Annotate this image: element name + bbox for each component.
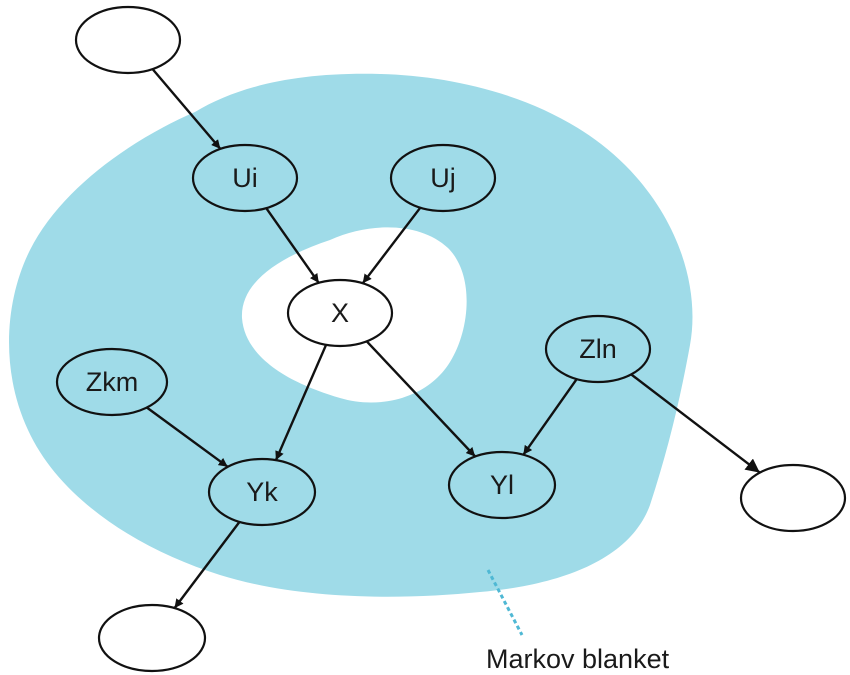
node-right-child [739,463,847,533]
edge-x-to-yk [274,344,328,461]
node-zln-shape [544,314,652,384]
edges-layer [146,68,761,609]
node-uj-label: Uj [430,163,456,193]
node-uj-shape [389,143,497,213]
node-bottom-left-child-shape [97,603,207,673]
node-bottom-left-child [97,603,207,673]
edge-zln-to-right-child [630,373,761,474]
node-uj: Uj [389,143,497,213]
node-yl-shape [447,450,557,520]
node-yk: Yk [207,457,317,527]
node-zln-label: Zln [579,334,617,364]
node-x: X [286,278,394,348]
node-yl: Yl [447,450,557,520]
edge-x-to-yl [365,340,477,458]
edge-zkm-to-yk [146,406,229,468]
node-ui-label: Ui [232,163,258,193]
node-yl-label: Yl [490,470,514,500]
edge-zln-to-yl [522,378,578,456]
node-ui: Ui [191,143,299,213]
node-top-left-parent-shape [74,5,182,75]
markov-blanket-caption: Markov blanket [486,644,670,674]
node-x-shape [286,278,394,348]
node-x-label: X [331,298,349,328]
node-zkm-label: Zkm [86,367,138,397]
edge-top-left-parent-to-ui [151,68,222,150]
node-right-child-shape [739,463,847,533]
node-ui-shape [191,143,299,213]
node-zln: Zln [544,314,652,384]
node-yk-shape [207,457,317,527]
edge-ui-to-x [265,207,320,284]
nodes-layer: Ui Uj X Zkm Zln Yk Yl [55,5,847,673]
edge-yk-to-bottom-left-child [173,521,241,609]
caption-leader-line [486,569,524,636]
node-zkm-shape [55,347,169,417]
edge-uj-to-x [361,206,422,285]
node-yk-label: Yk [246,477,278,507]
node-top-left-parent [74,5,182,75]
node-zkm: Zkm [55,347,169,417]
